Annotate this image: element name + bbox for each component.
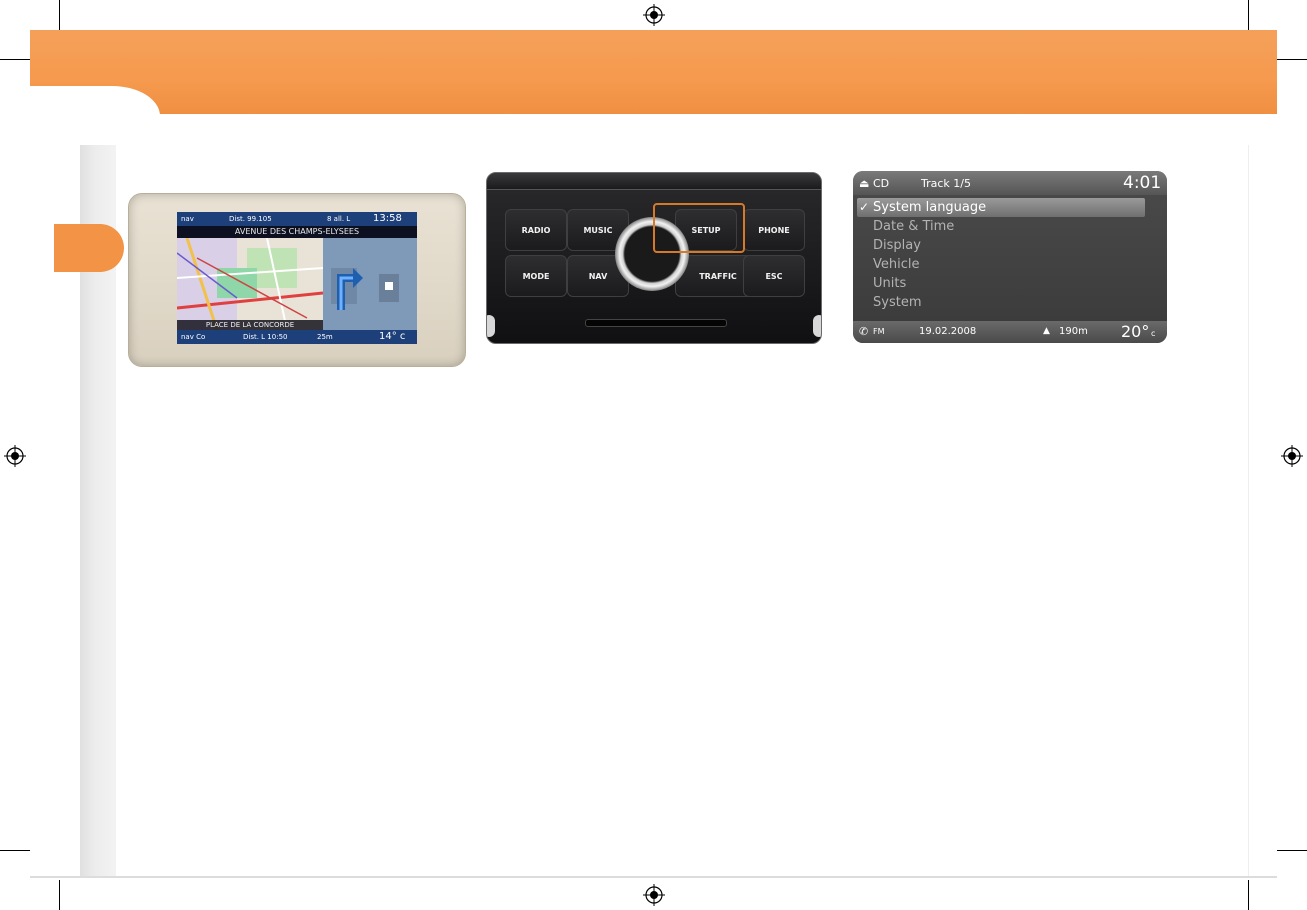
panel-top-trim: [487, 173, 821, 190]
side-nub: [813, 315, 821, 337]
eject-icon: ⏏: [859, 177, 870, 190]
nav-screen: nav Dist. 99.105 8 all. L 13:58 AVENUE D…: [177, 212, 417, 344]
menu-status-bar: ⏏ CD Track 1/5 4:01: [853, 171, 1167, 195]
menu-track: Track 1/5: [921, 177, 971, 190]
menu-item-system[interactable]: System: [873, 295, 922, 310]
nav-top-right-small: 8 all. L: [327, 215, 351, 223]
cd-slot: [585, 319, 727, 327]
crop-mark: [1248, 0, 1249, 30]
nav-time: 13:58: [373, 213, 402, 224]
radio-button[interactable]: RADIO: [505, 209, 567, 251]
chapter-tab: [54, 224, 124, 272]
setup-menu-screen: ⏏ CD Track 1/5 4:01 ✓ System language Da…: [853, 171, 1167, 343]
altitude-icon: ▲: [1043, 326, 1050, 336]
nav-bottom-mid: Dist. L 10:50: [243, 333, 288, 341]
side-nub: [487, 315, 495, 337]
crop-mark: [59, 0, 60, 30]
crop-mark: [1277, 59, 1307, 60]
menu-temp-unit: c: [1151, 329, 1156, 338]
control-panel-photo: RADIO MUSIC SETUP PHONE MODE NAV TRAFFIC…: [486, 172, 822, 344]
menu-temperature: 20°: [1121, 322, 1150, 341]
nav-status-bar: nav Dist. 99.105 8 all. L 13:58: [177, 212, 417, 226]
registration-mark-icon: [643, 884, 665, 906]
header-band: [30, 30, 1277, 114]
header-notch: [30, 86, 160, 118]
crop-mark: [1248, 880, 1249, 910]
nav-guidance-panel: [323, 238, 417, 330]
nav-bottom-left: nav Co: [181, 333, 206, 341]
menu-info-bar: ✆ FM 19.02.2008 ▲ 190m 20° c: [853, 321, 1167, 343]
nav-street-name: AVENUE DES CHAMPS-ELYSEES: [177, 226, 417, 238]
nav-top-mid: Dist. 99.105: [229, 215, 272, 223]
registration-mark-icon: [4, 445, 26, 467]
nav-map: [177, 238, 323, 330]
menu-altitude: 190m: [1059, 326, 1088, 337]
nav-place-name: PLACE DE LA CONCORDE: [177, 320, 323, 330]
bottom-rule: [30, 876, 1277, 878]
phone-icon: ✆: [859, 325, 869, 338]
menu-item-date-time[interactable]: Date & Time: [873, 219, 955, 234]
nav-info-bar: nav Co Dist. L 10:50 25m 14° c: [177, 330, 417, 344]
nav-temperature: 14° c: [379, 331, 406, 342]
nav-bottom-distance: 25m: [317, 333, 333, 341]
menu-band: FM: [873, 327, 885, 336]
nav-display-photo: nav Dist. 99.105 8 all. L 13:58 AVENUE D…: [128, 193, 466, 367]
rotary-knob[interactable]: [615, 217, 689, 291]
right-margin-rule: [1248, 145, 1249, 878]
menu-item-vehicle[interactable]: Vehicle: [873, 257, 920, 272]
menu-item-system-language[interactable]: System language: [873, 200, 987, 215]
crop-mark: [1277, 850, 1307, 851]
registration-mark-icon: [643, 4, 665, 26]
check-icon: ✓: [859, 200, 870, 214]
crop-mark: [59, 880, 60, 910]
menu-selection-bar: [857, 198, 1145, 217]
phone-button[interactable]: PHONE: [743, 209, 805, 251]
music-button[interactable]: MUSIC: [567, 209, 629, 251]
menu-time: 4:01: [1123, 173, 1162, 193]
menu-item-display[interactable]: Display: [873, 238, 921, 253]
mode-button[interactable]: MODE: [505, 255, 567, 297]
menu-date: 19.02.2008: [919, 326, 977, 337]
registration-mark-icon: [1281, 445, 1303, 467]
menu-source: CD: [873, 177, 890, 190]
crop-mark: [0, 850, 30, 851]
nav-top-left: nav: [181, 215, 194, 223]
crop-mark: [0, 59, 30, 60]
esc-button[interactable]: ESC: [743, 255, 805, 297]
menu-item-units[interactable]: Units: [873, 276, 907, 291]
